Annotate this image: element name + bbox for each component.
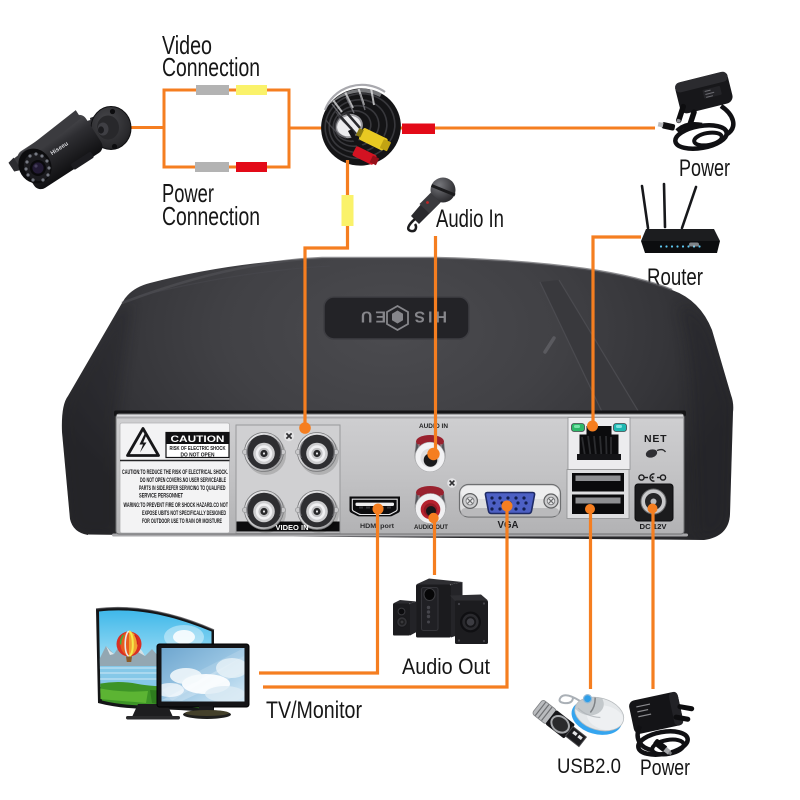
svg-text:USB2.0: USB2.0 — [557, 754, 621, 778]
svg-text:Connection: Connection — [162, 52, 260, 82]
svg-text:Power: Power — [162, 178, 214, 208]
svg-text:Power: Power — [679, 155, 730, 182]
svg-text:FOR OUTDOOR USE TO RAIN OR MOI: FOR OUTDOOR USE TO RAIN OR MOISTURE — [142, 519, 222, 525]
svg-text:SERVICE PERSONNET: SERVICE PERSONNET — [139, 494, 183, 500]
svg-text:WARING:TO PREVENT FIRE OR SHOC: WARING:TO PREVENT FIRE OR SHOCK HAZARD.C… — [124, 503, 229, 509]
svg-text:VIDEO IN: VIDEO IN — [276, 525, 309, 532]
svg-text:RISK OF ELECTRIC SHOCK: RISK OF ELECTRIC SHOCK — [170, 446, 226, 452]
svg-text:AUDIO OUT: AUDIO OUT — [414, 525, 448, 531]
svg-text:CAUTION:TO REDUCE THE RISK OF: CAUTION:TO REDUCE THE RISK OF ELECTRICAL… — [122, 470, 228, 476]
svg-text:DO NOT OPEN COVERS.NO USER SER: DO NOT OPEN COVERS.NO USER SERVICEABLE — [140, 478, 226, 484]
svg-text:NET: NET — [644, 433, 667, 445]
svg-text:CAUTION: CAUTION — [171, 434, 225, 445]
svg-text:HIS: HIS — [411, 308, 447, 325]
svg-text:DO NOT OPEN: DO NOT OPEN — [181, 453, 215, 459]
svg-text:AUDIO IN: AUDIO IN — [419, 424, 448, 430]
svg-text:EXPOSE UBITS NOT SPECIFICALLY: EXPOSE UBITS NOT SPECIFICALLY DESIGNED — [142, 511, 226, 517]
svg-text:Audio Out: Audio Out — [402, 654, 490, 679]
svg-text:Power: Power — [640, 755, 690, 780]
svg-text:EU: EU — [358, 308, 386, 325]
svg-text:Video: Video — [162, 30, 212, 60]
svg-text:TV/Monitor: TV/Monitor — [266, 697, 362, 724]
svg-text:PARTS IN SIDE.REFER SERVICING: PARTS IN SIDE.REFER SERVICING TO QUALIFI… — [139, 486, 226, 492]
svg-text:Audio In: Audio In — [436, 205, 504, 233]
svg-text:Connection: Connection — [162, 201, 260, 231]
